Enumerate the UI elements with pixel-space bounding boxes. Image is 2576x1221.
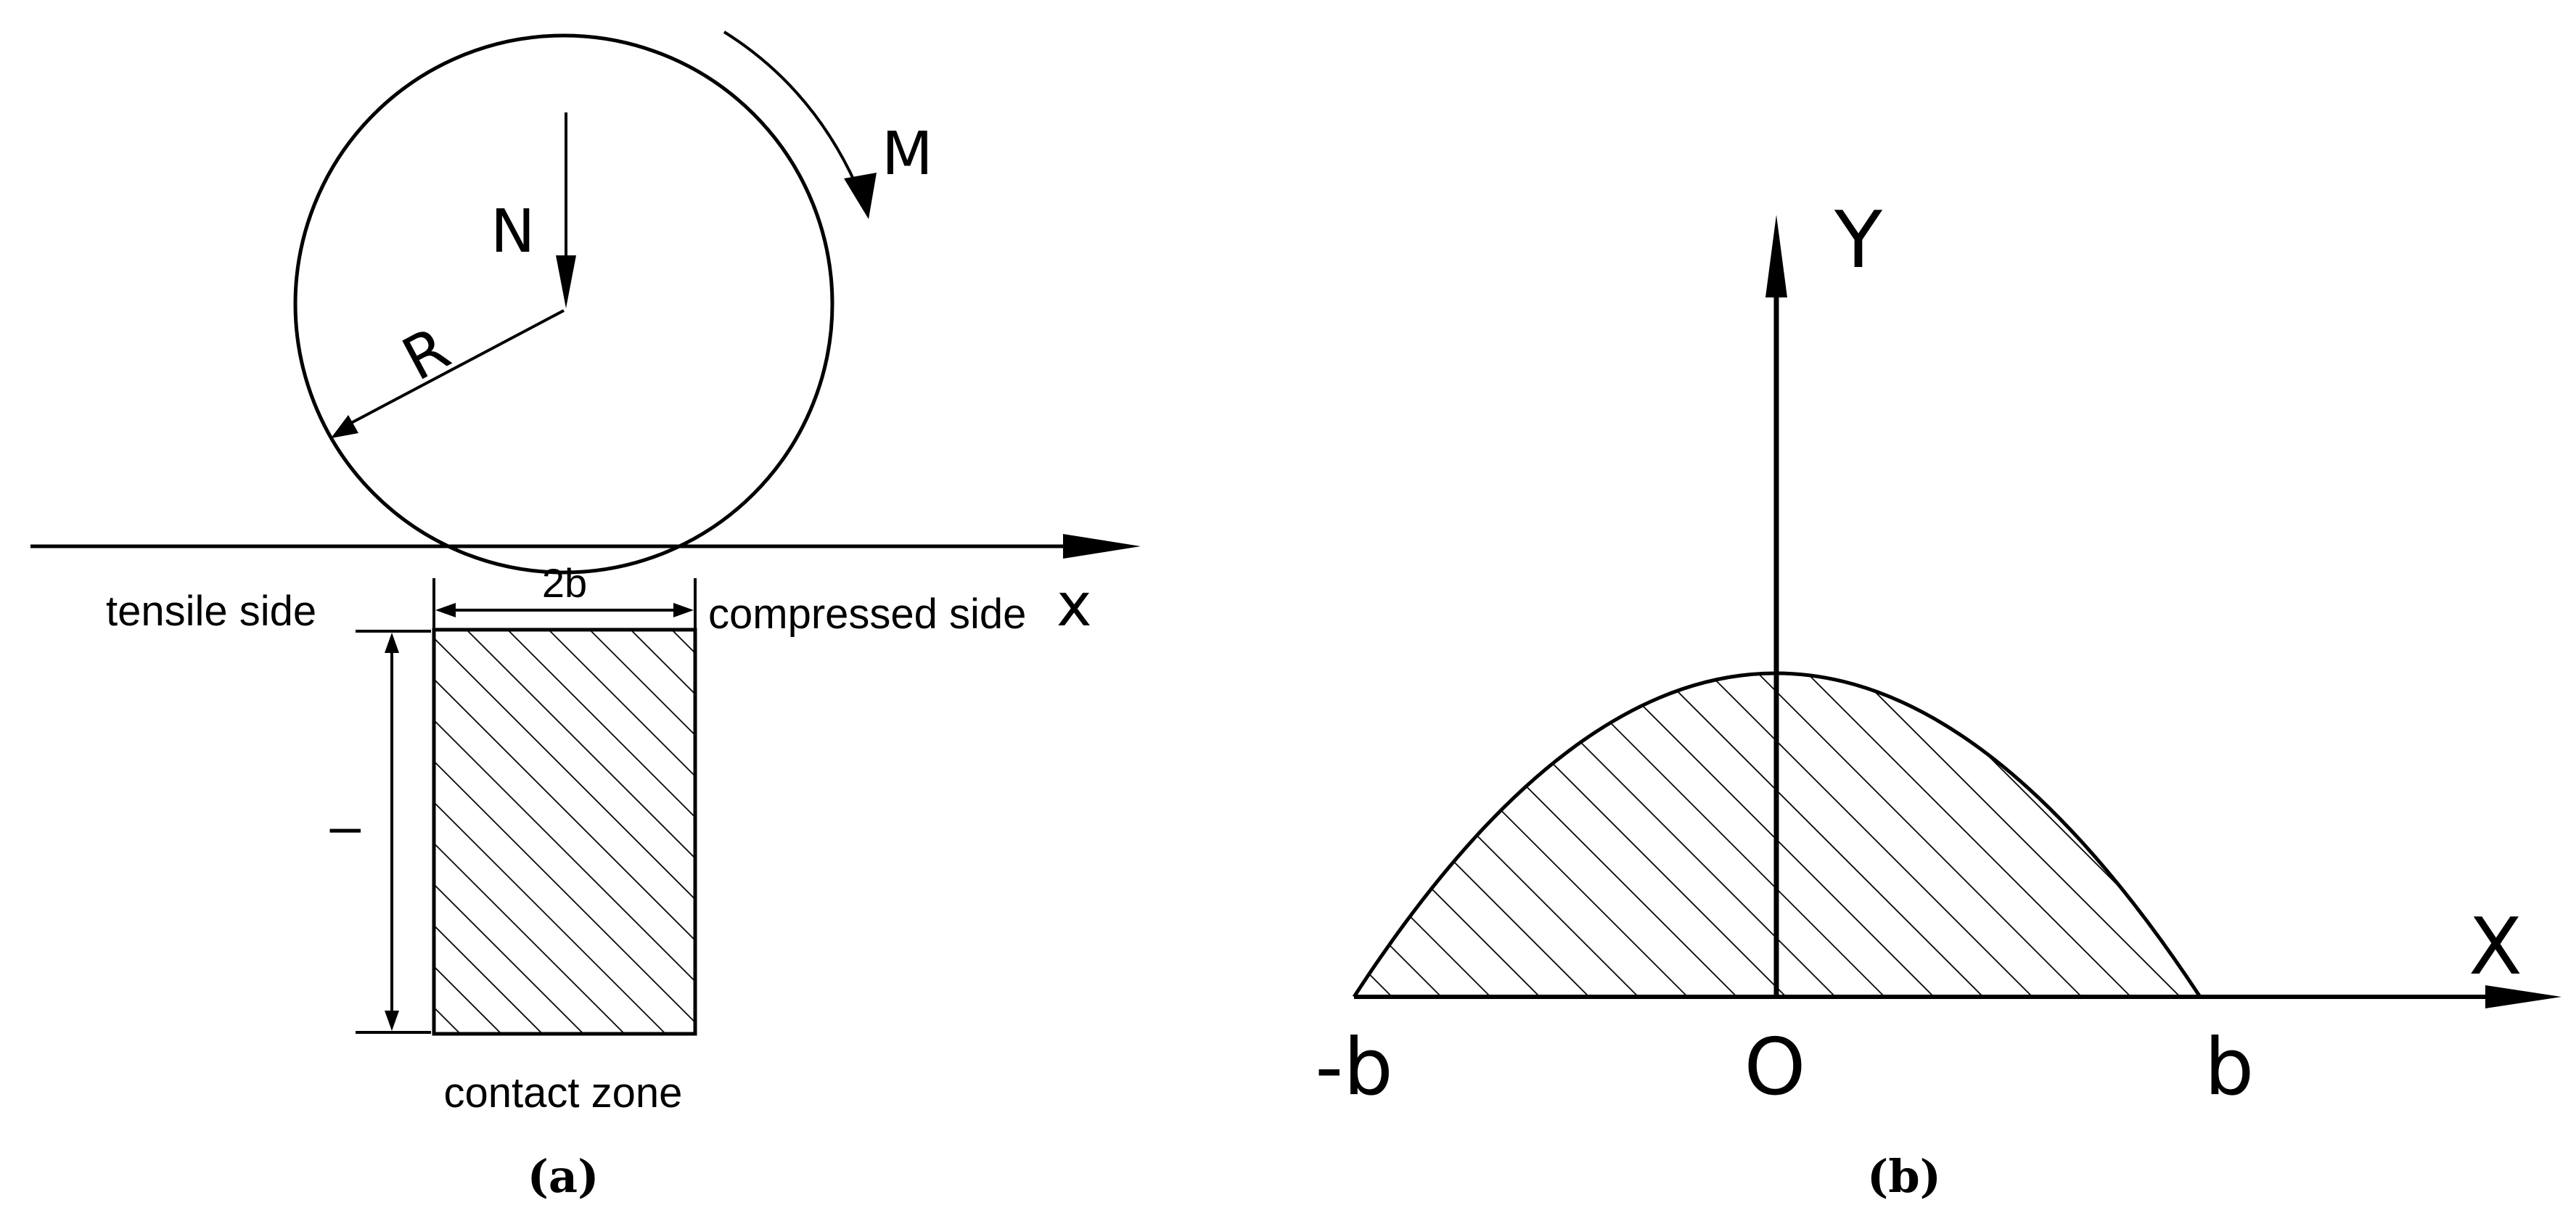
x-axis-b: [1354, 985, 2561, 1008]
length-label: l: [323, 826, 370, 836]
x-axis-a: [30, 534, 1141, 559]
compressed-side-label: compressed side: [708, 591, 1026, 638]
tick-origin: O: [1744, 1022, 1805, 1113]
length-dimension: [356, 630, 431, 1034]
radius-label: R: [392, 314, 461, 395]
caption-b: (b): [1867, 1150, 1941, 1203]
moment-label: M: [882, 120, 933, 189]
panel-a: M N R x 2b tensile side compr: [30, 30, 1141, 1203]
tick-plus-b: b: [2204, 1022, 2255, 1113]
width-label: 2b: [542, 560, 587, 606]
x-axis-label-b: X: [2469, 902, 2522, 992]
load-label: N: [491, 197, 535, 266]
tick-minus-b: -b: [1315, 1022, 1393, 1113]
y-axis-label-b: Y: [1834, 195, 1883, 286]
tensile-side-label: tensile side: [106, 588, 316, 635]
panel-b: X Y -b O b (b): [1315, 195, 2561, 1203]
caption-a: (a): [528, 1150, 599, 1203]
width-dimension: [432, 578, 697, 633]
y-axis-b: [1765, 215, 1787, 997]
roller-circle: [293, 33, 834, 575]
load-arrow: [556, 112, 576, 308]
contact-zone-rect: [432, 628, 697, 1036]
contact-zone-label: contact zone: [444, 1069, 683, 1117]
moment-arrow: [723, 30, 877, 219]
radius-arrow: [331, 309, 565, 438]
x-axis-label-a: x: [1057, 571, 1092, 640]
